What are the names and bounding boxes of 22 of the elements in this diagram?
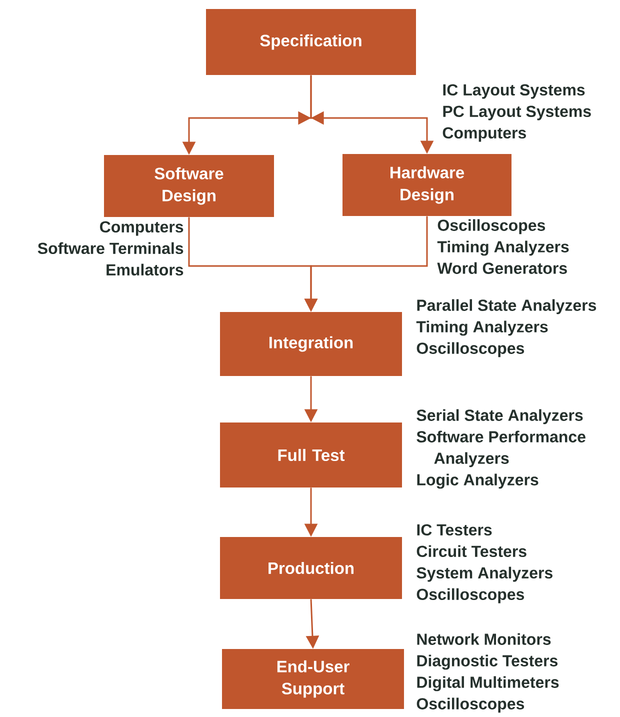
node-label: Diagnostic Testers (417, 654, 558, 670)
tool-list: IC Layout Systems PC Layout Systems Computers (442, 84, 591, 142)
node-label: Circuit Testers (416, 545, 526, 558)
process-box: Integration (220, 312, 402, 376)
tool-list: Serial State Analyzers Software Performance Analyzers Logic Analyzers (416, 409, 586, 489)
node-label: IC Testers (417, 524, 492, 536)
node-label: Oscilloscopes (416, 698, 524, 713)
tool-list: IC Testers Circuit Testers System Analyzers Oscilloscopes (416, 524, 552, 604)
node-label: Network Monitors (417, 633, 551, 645)
tool-list: Oscilloscopes Timing Analyzers Word Generators (437, 219, 569, 274)
process-box: Specification (206, 9, 416, 75)
tool-list: Parallel State Analyzers Timing Analyzers Oscilloscopes (416, 299, 596, 358)
node-label: Oscilloscopes (416, 588, 524, 604)
process-box: Production (220, 537, 402, 599)
process-box: End-User Support (222, 649, 404, 709)
process-box: Hardware Design (342, 154, 512, 216)
tool-list: Computers Software Terminals Emulators (38, 221, 184, 276)
process-box: Software Design (104, 155, 274, 217)
node-label: System Analyzers (416, 566, 552, 582)
process-box: Full Test (220, 422, 402, 488)
node-label: Digital Multimeters (417, 676, 559, 692)
tool-list: Network Monitors Diagnostic Testers Digital Multimeters Oscilloscopes (416, 633, 559, 713)
